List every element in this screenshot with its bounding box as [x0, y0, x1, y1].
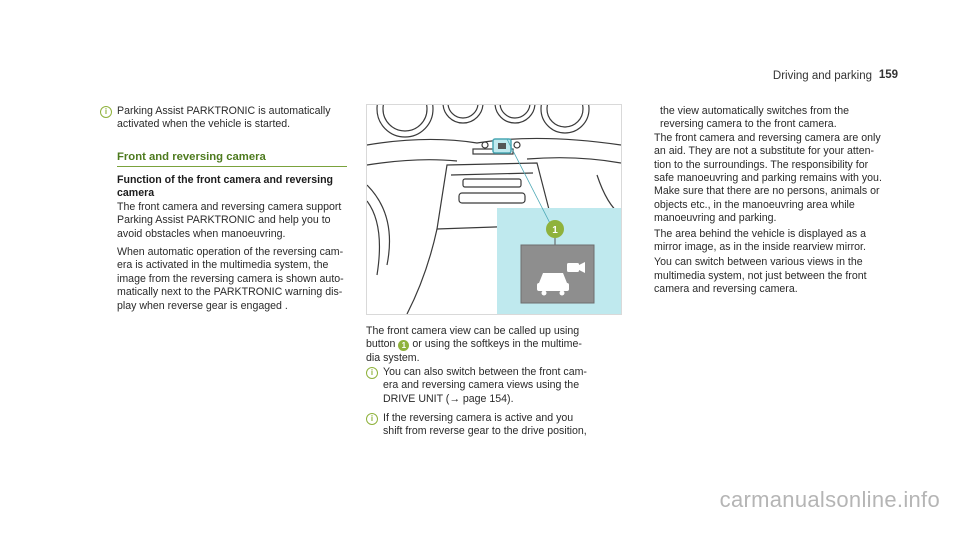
running-header-title: Driving and parking: [772, 70, 872, 82]
info-note-icon: i: [366, 413, 378, 425]
dashboard-line-drawing: 1: [367, 105, 621, 314]
text-line: The front camera and reversing camera ar…: [654, 131, 881, 144]
text-line-with-badge: button 1 or using the softkeys in the mu…: [366, 338, 622, 352]
text-line: an aid. They are not a substitute for yo…: [654, 145, 875, 158]
caption-block: The front camera view can be called up u…: [366, 325, 622, 365]
note-gear-shift: If the reversing camera is active and yo…: [383, 412, 587, 439]
page-number: 159: [878, 69, 898, 81]
text-line: tion to the surroundings. The responsibi…: [654, 158, 869, 171]
text-line: multimedia system, not just between the …: [654, 269, 867, 282]
car-camera-icon: [537, 262, 585, 296]
text-line: You can switch between various views in …: [654, 256, 863, 269]
callout-label: 1: [552, 225, 558, 236]
watermark: carmanualsonline.info: [719, 487, 940, 512]
text-line: The area behind the vehicle is displayed…: [654, 227, 867, 240]
text-line: Make sure that there are no persons, ani…: [654, 185, 880, 198]
section-divider: [117, 166, 347, 167]
note-autoactivation: Parking Assist PARKTRONIC is automatical…: [117, 105, 331, 132]
text-line: mirror image, as in the inside rearview …: [654, 241, 866, 254]
text-line: image from the reversing camera is shown…: [117, 272, 344, 285]
dashboard-illustration: 1: [366, 104, 622, 315]
text-line: DRIVE UNIT (→ page 154).: [383, 392, 514, 405]
text-line: avoid obstacles when manoeuvring.: [117, 227, 286, 240]
section-heading: Front and reversing camera: [117, 151, 266, 163]
text-line: camera and reversing camera.: [654, 283, 798, 296]
text-line: objects etc., in the manoeuvring area wh…: [654, 198, 855, 211]
text-line: play when reverse gear is engaged .: [117, 299, 288, 312]
text-line: shift from reverse gear to the drive pos…: [383, 425, 587, 438]
subheading-line: camera: [117, 187, 155, 200]
text-line: You can also switch between the front ca…: [383, 366, 587, 378]
text-line: the view automatically switches from the: [660, 105, 849, 117]
info-note-icon: i: [100, 106, 112, 118]
function-section: Function of the front camera and reversi…: [117, 174, 357, 313]
text-fragment: or using the softkeys in the multime-: [409, 338, 582, 351]
text-line: manoeuvring and parking.: [654, 212, 777, 225]
text-line: Parking Assist PARKTRONIC is automatical…: [117, 105, 331, 117]
text-line: dia system.: [366, 351, 420, 364]
camera-button: [498, 143, 506, 149]
text-line: matically next to the PARKTRONIC warning…: [117, 286, 343, 299]
text-line: The front camera and reversing camera su…: [117, 200, 342, 213]
text-line: Parking Assist PARKTRONIC and help you t…: [117, 214, 331, 227]
text-line: reversing camera to the front camera.: [660, 118, 837, 131]
text-fragment: button: [366, 338, 399, 351]
text-line: era and reversing camera views using the: [383, 379, 580, 392]
info-note-icon: i: [366, 367, 378, 379]
text-line: If the reversing camera is active and yo…: [383, 412, 574, 424]
text-line: activated when the vehicle is started.: [117, 118, 291, 131]
subheading-line: Function of the front camera and reversi…: [117, 174, 334, 186]
note-drive-unit: You can also switch between the front ca…: [383, 366, 587, 406]
text-line: When automatic operation of the reversin…: [117, 246, 344, 259]
button-badge: 1: [398, 340, 410, 352]
text-line: safe manoeuvring and parking remains wit…: [654, 172, 882, 185]
right-column-text: the view automatically switches from the…: [654, 105, 904, 297]
text-line: The front camera view can be called up u…: [366, 325, 580, 337]
callout-badge: [546, 220, 564, 238]
text-line: era is activated in the multimedia syste…: [117, 259, 329, 272]
